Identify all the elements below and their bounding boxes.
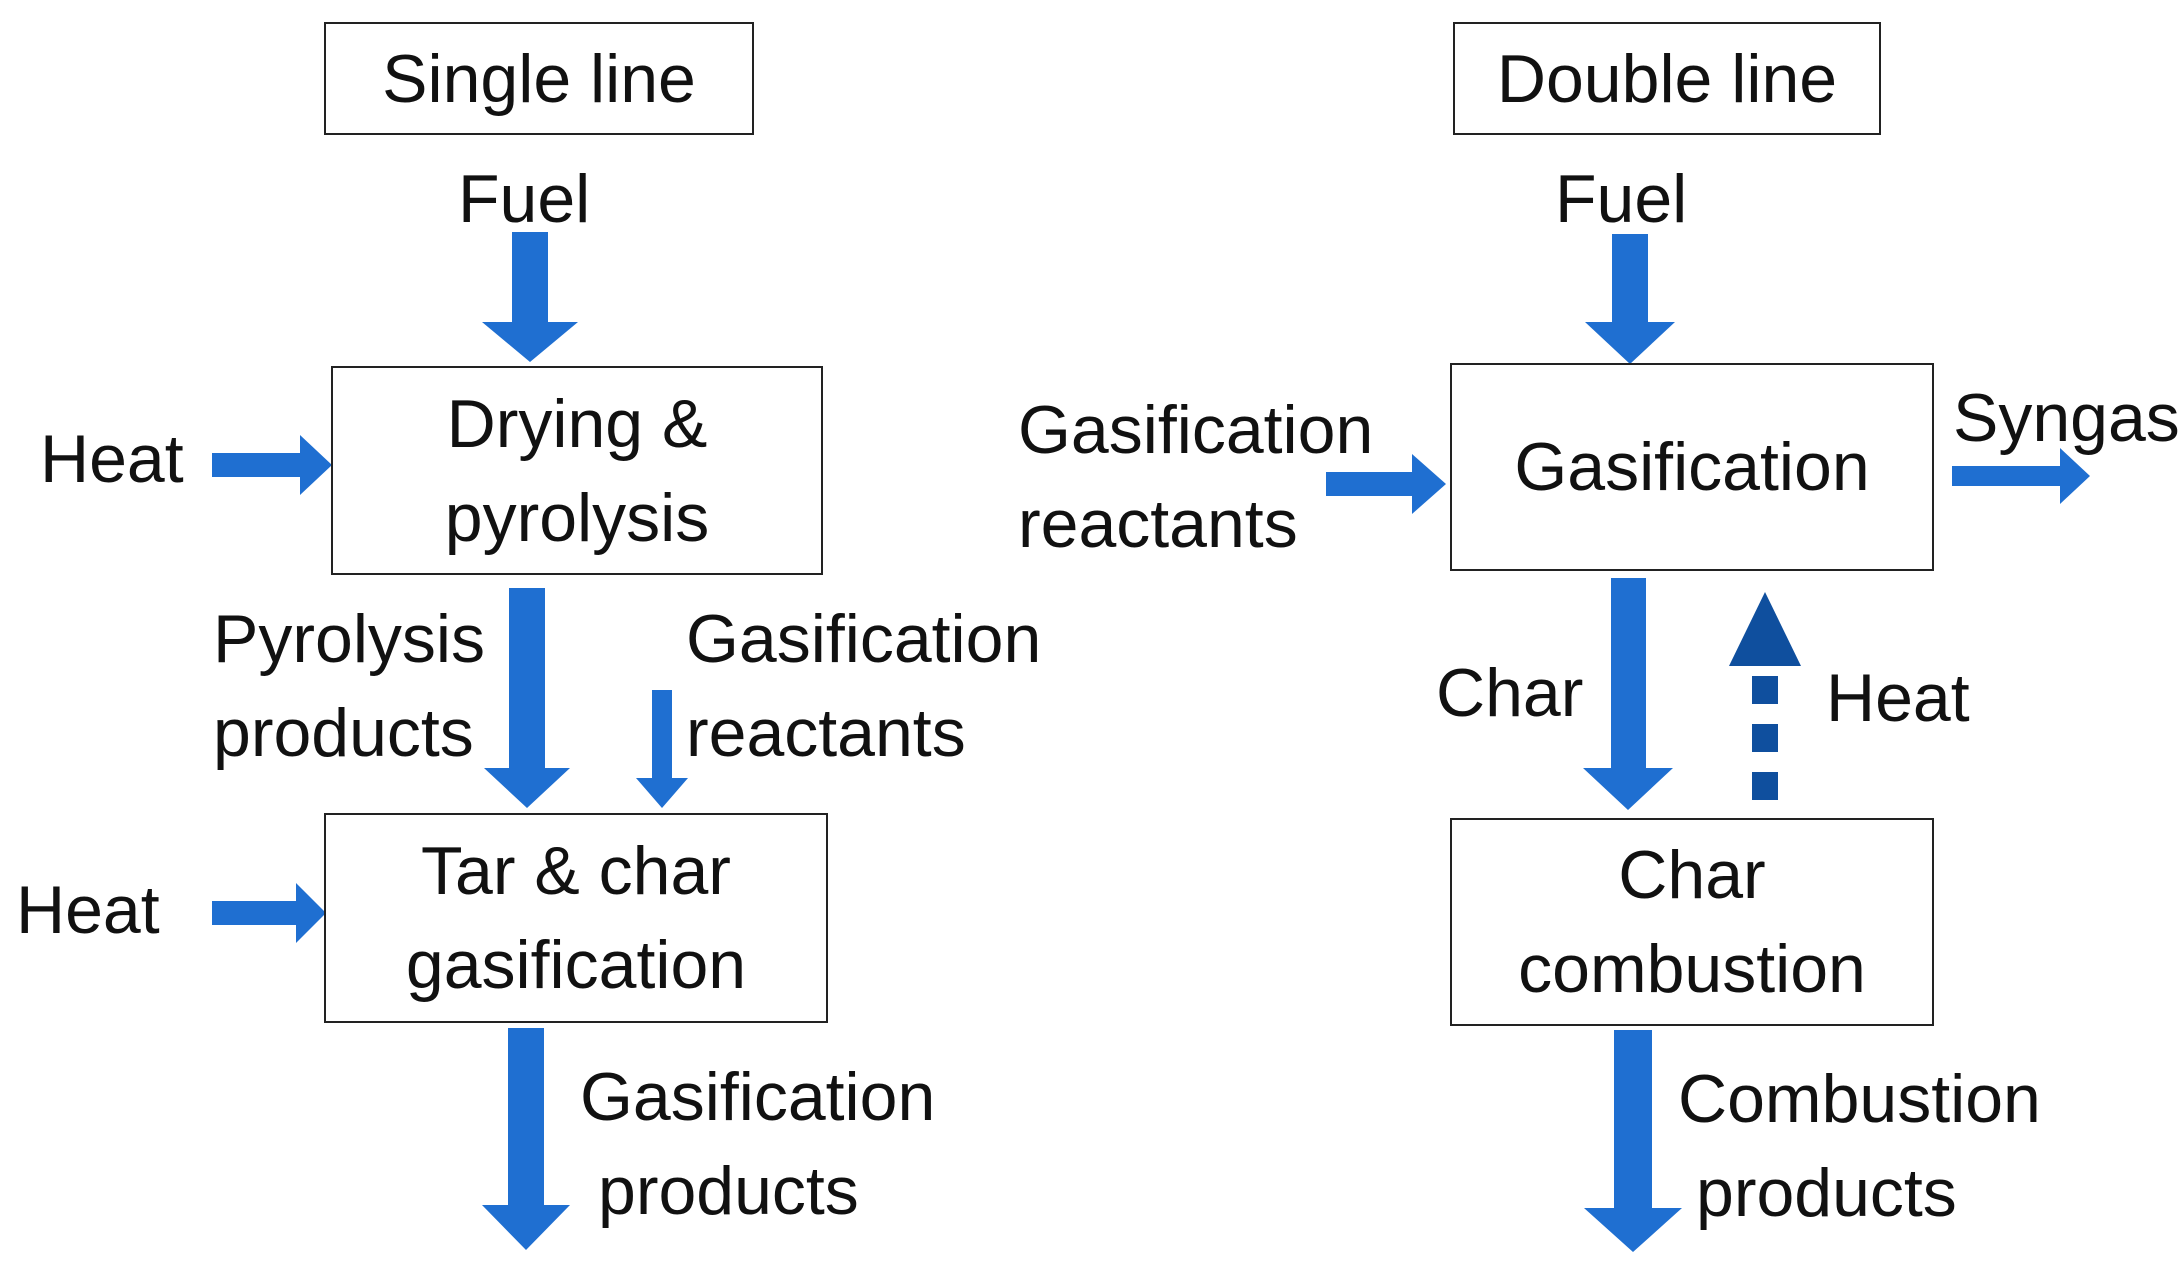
heat-dashed-arrow	[1729, 592, 1801, 800]
heat-dashed-segment	[1752, 676, 1778, 704]
pyrolysis-products-line1: Pyrolysis	[213, 601, 486, 677]
fuel-arrow-double	[1585, 234, 1675, 364]
combustion-products-label: Combustion products	[1678, 1052, 2041, 1240]
double-line-title-box: Double line	[1453, 22, 1881, 135]
heat-arrow-tar	[212, 883, 326, 943]
char-combustion-box: Char combustion	[1450, 818, 1934, 1026]
syngas-label: Syngas	[1953, 371, 2180, 465]
gasification-products-arrow	[482, 1028, 570, 1250]
gasification-box-label: Gasification	[1514, 429, 1870, 505]
heat-dashed-segment	[1752, 772, 1778, 800]
heat-dashed-segment	[1752, 724, 1778, 752]
fuel-text: Fuel	[458, 161, 591, 237]
tar-char-gasification-box: Tar & char gasification	[324, 813, 828, 1023]
char-text: Char	[1436, 655, 1584, 731]
pyrolysis-products-arrow	[484, 588, 570, 808]
double-line-title: Double line	[1496, 40, 1838, 117]
gasification-reactants-arrow-single	[636, 690, 688, 808]
char-label: Char	[1436, 646, 1583, 740]
drying-line2: pyrolysis	[444, 479, 710, 556]
combustion-products-arrow	[1584, 1030, 1682, 1252]
gasification-products-line1: Gasification	[580, 1059, 936, 1135]
single-line-title: Single line	[382, 40, 696, 117]
heat-label-tar: Heat	[16, 863, 160, 957]
gasification-products-line2: products	[598, 1153, 859, 1229]
char-combustion-line2: combustion	[1518, 931, 1866, 1007]
gasification-products-label: Gasification products	[580, 1050, 935, 1238]
heat-label-drying: Heat	[40, 412, 184, 506]
heat-text: Heat	[40, 421, 184, 497]
fuel-label-double: Fuel	[1555, 152, 1687, 246]
drying-line1: Drying &	[446, 385, 708, 462]
heat-label-double: Heat	[1826, 651, 1970, 745]
heat-text: Heat	[1826, 660, 1970, 736]
gasification-reactants-line2: reactants	[686, 695, 966, 771]
tar-char-line2: gasification	[405, 927, 747, 1003]
pyrolysis-products-line2: products	[213, 695, 474, 771]
heat-arrow-drying	[212, 435, 332, 495]
fuel-label-single: Fuel	[458, 152, 590, 246]
heat-text: Heat	[16, 872, 160, 948]
fuel-arrow-single	[482, 232, 578, 362]
gasification-reactants-label-single: Gasification reactants	[686, 592, 1041, 780]
drying-pyrolysis-box: Drying & pyrolysis	[331, 366, 823, 575]
fuel-text: Fuel	[1555, 161, 1688, 237]
gasification-box: Gasification	[1450, 363, 1934, 571]
gasification-reactants-label-double: Gasification reactants	[1018, 383, 1373, 571]
single-line-title-box: Single line	[324, 22, 754, 135]
gasification-reactants-arrow-double	[1326, 454, 1446, 514]
syngas-text: Syngas	[1953, 380, 2180, 456]
gasification-reactants-line1: Gasification	[1018, 392, 1374, 468]
gasification-reactants-line2: reactants	[1018, 486, 1298, 562]
pyrolysis-products-label: Pyrolysis products	[213, 592, 485, 780]
char-arrow	[1583, 578, 1673, 810]
syngas-arrow	[1952, 448, 2090, 504]
gasification-reactants-line1: Gasification	[686, 601, 1042, 677]
heat-dashed-arrow-head	[1729, 592, 1801, 666]
combustion-products-line2: products	[1696, 1155, 1957, 1231]
tar-char-line1: Tar & char	[421, 833, 731, 909]
char-combustion-line1: Char	[1618, 837, 1766, 913]
combustion-products-line1: Combustion	[1678, 1061, 2041, 1137]
